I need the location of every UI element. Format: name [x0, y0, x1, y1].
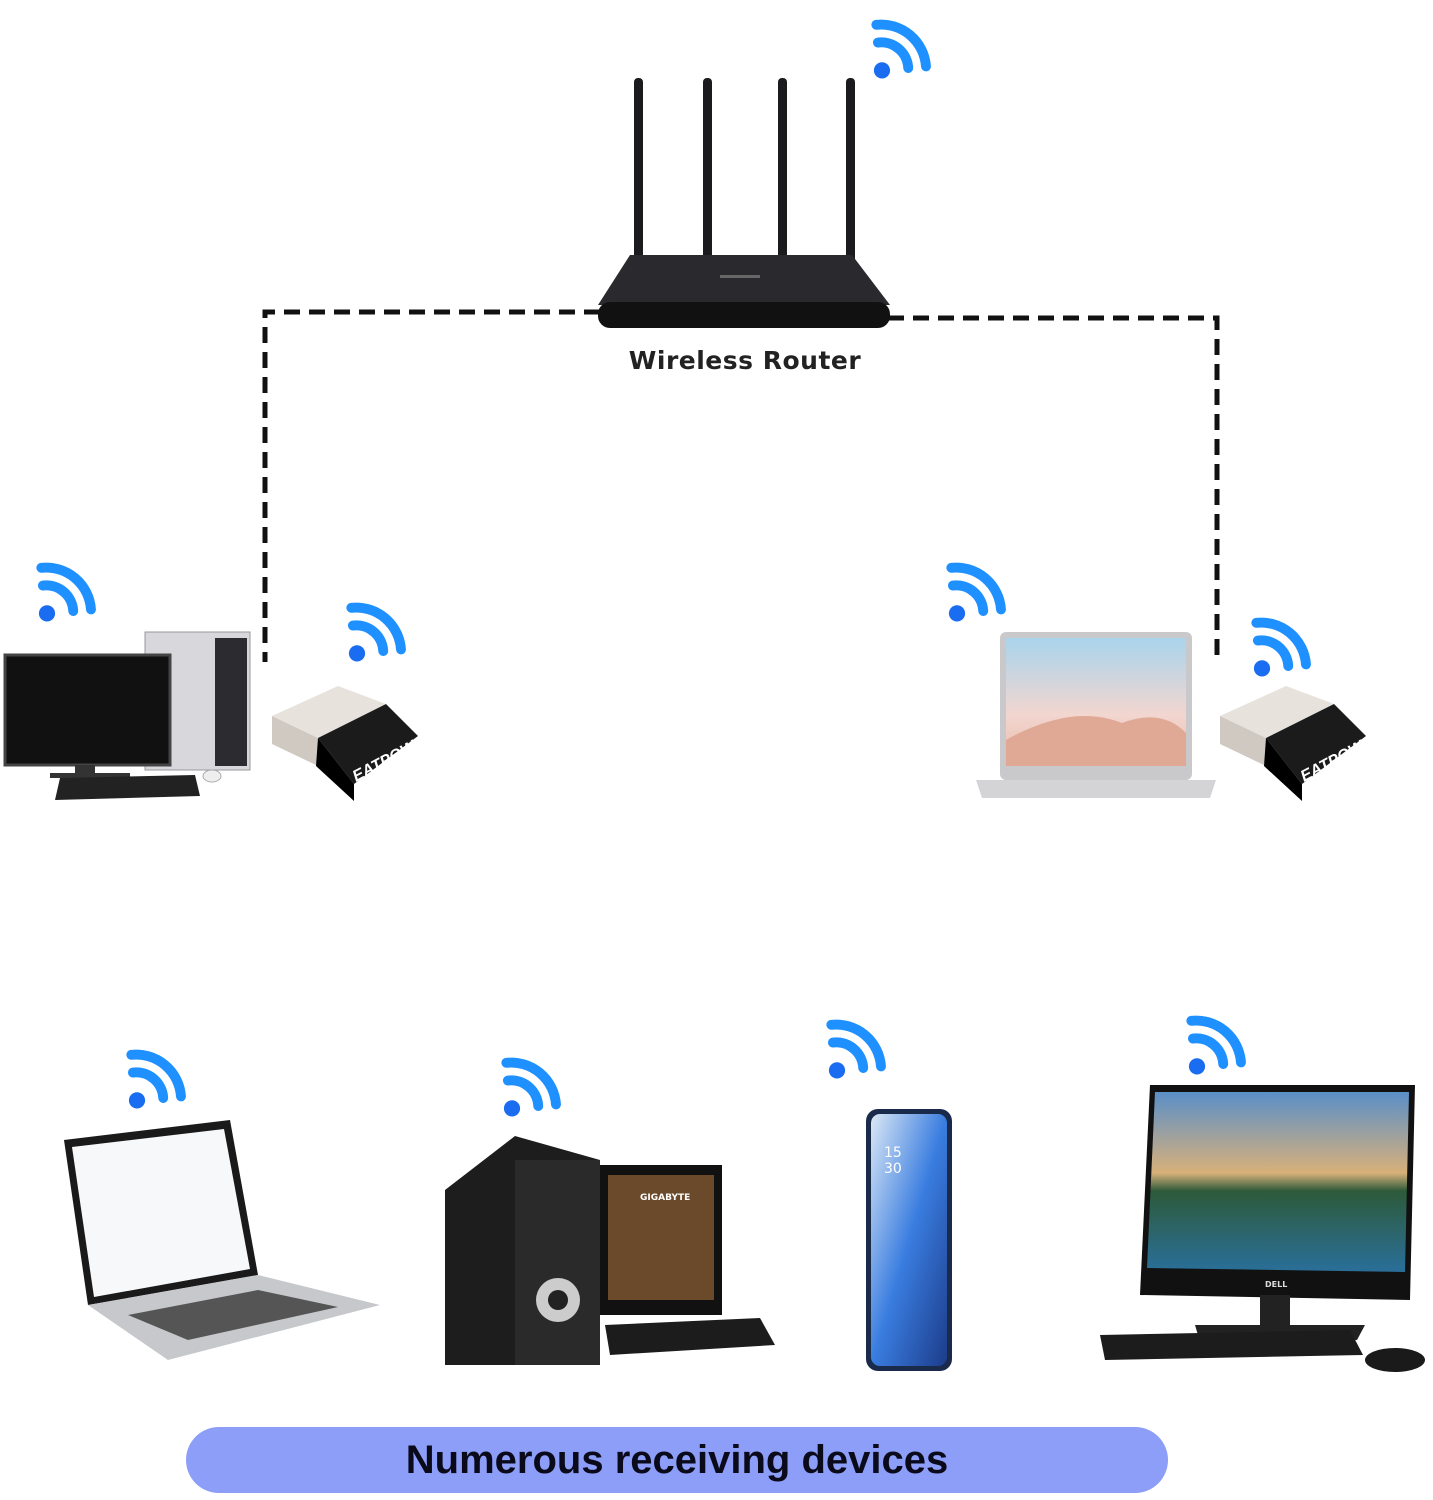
wireless-router — [598, 78, 890, 328]
phone-clock-minute: 30 — [884, 1161, 902, 1177]
wifi-icon — [330, 585, 420, 675]
wifi-icon — [855, 2, 945, 92]
router-label: Wireless Router — [628, 346, 862, 375]
usb-wifi-adapter: EATPOW — [1220, 686, 1369, 801]
monitor-brand: DELL — [1265, 1280, 1287, 1289]
laptop-computer — [976, 632, 1216, 798]
wifi-icon — [810, 1002, 900, 1092]
wifi-icon — [1170, 998, 1260, 1088]
desktop-computer — [3, 631, 251, 800]
wifi-icon — [930, 545, 1020, 635]
wifi-icon — [485, 1040, 575, 1130]
monitor-brand: GIGABYTE — [640, 1193, 690, 1203]
wifi-icon — [1235, 600, 1325, 690]
phone-clock-hour: 15 — [884, 1145, 902, 1161]
wifi-icon — [20, 545, 110, 635]
smartphone: 15 30 — [866, 1109, 952, 1371]
laptop-computer — [64, 1120, 380, 1360]
usb-wifi-adapter: EATPOW — [272, 686, 421, 801]
banner-text: Numerous receiving devices — [405, 1437, 949, 1482]
wifi-icon — [110, 1032, 200, 1122]
devices-banner: Numerous receiving devices — [186, 1427, 1168, 1493]
tower-pc: GIGABYTE — [445, 1136, 775, 1365]
desktop-monitor: DELL — [1100, 1085, 1425, 1372]
